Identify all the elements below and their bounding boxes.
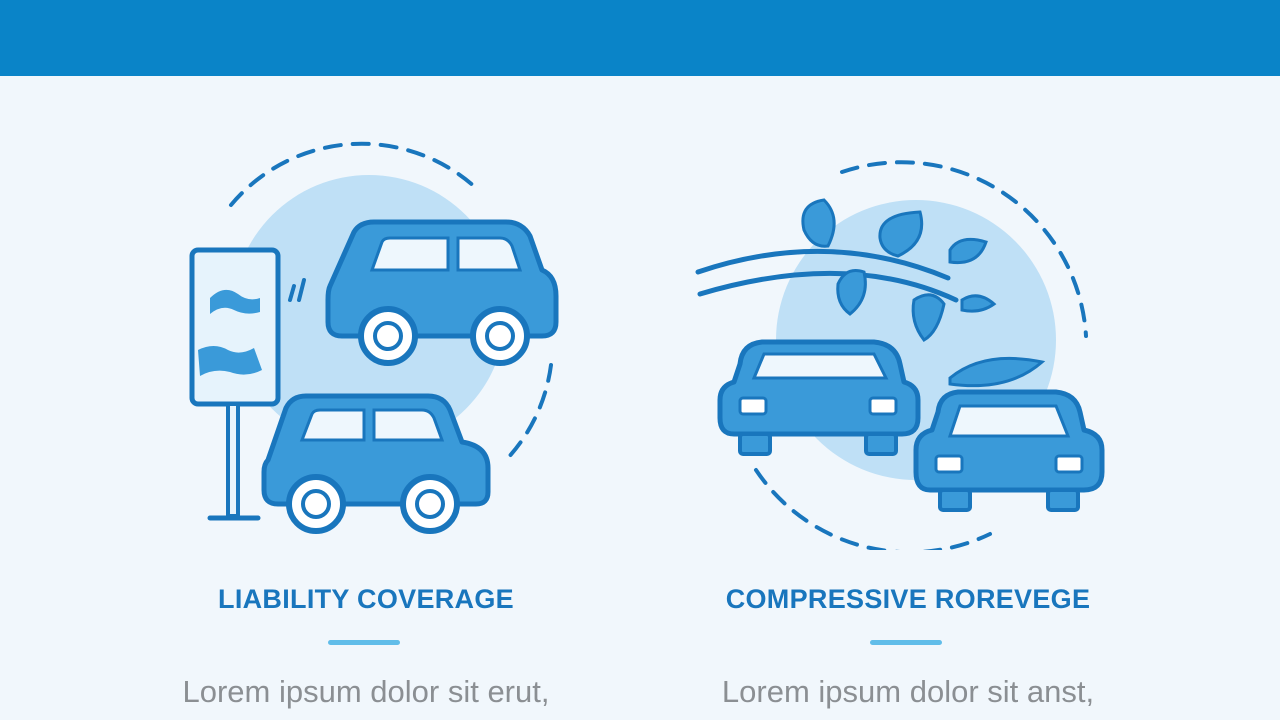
header-bar [0, 0, 1280, 76]
liability-coverage-card: LIABILITY COVERAGE Lorem ipsum dolor sit… [86, 100, 646, 720]
title-divider [870, 640, 942, 645]
card-description: Lorem ipsum dolor sit erut, [182, 674, 550, 709]
comprehensive-cars-branch-icon [695, 160, 1105, 550]
title-divider [328, 640, 400, 645]
card-description: Lorem ipsum dolor sit anst, [721, 674, 1095, 709]
comprehensive-coverage-card: COMPRESSIVE ROREVEGE Lorem ipsum dolor s… [628, 100, 1188, 720]
card-title: COMPRESSIVE ROREVEGE [725, 584, 1091, 614]
liability-cars-sign-icon [189, 141, 559, 534]
card-title: LIABILITY COVERAGE [218, 584, 514, 614]
